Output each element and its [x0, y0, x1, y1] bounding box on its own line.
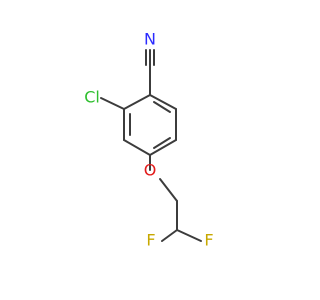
bond-aromatic-2 — [153, 137, 171, 149]
bond-cf2-f1 — [161, 229, 178, 242]
atom-n-label: N — [144, 30, 156, 49]
bond-aromatic-3 — [153, 101, 171, 113]
bond-cf2-f2 — [176, 229, 202, 242]
bond-ring-3 — [123, 139, 151, 156]
molecule-svg: N Cl O F F — [84, 30, 213, 250]
bond-ring-4 — [149, 139, 177, 156]
atom-f1-label: F — [146, 231, 155, 250]
bond-ring-1 — [123, 94, 151, 110]
atom-f2-label: F — [204, 231, 213, 250]
atom-o-label: O — [144, 161, 157, 180]
bond-ring-6 — [149, 94, 177, 110]
bond-cl — [100, 97, 125, 110]
atom-cl-label: Cl — [84, 88, 100, 107]
bond-o-ch2 — [159, 178, 178, 202]
molecule-diagram: N Cl O F F — [84, 29, 214, 250]
